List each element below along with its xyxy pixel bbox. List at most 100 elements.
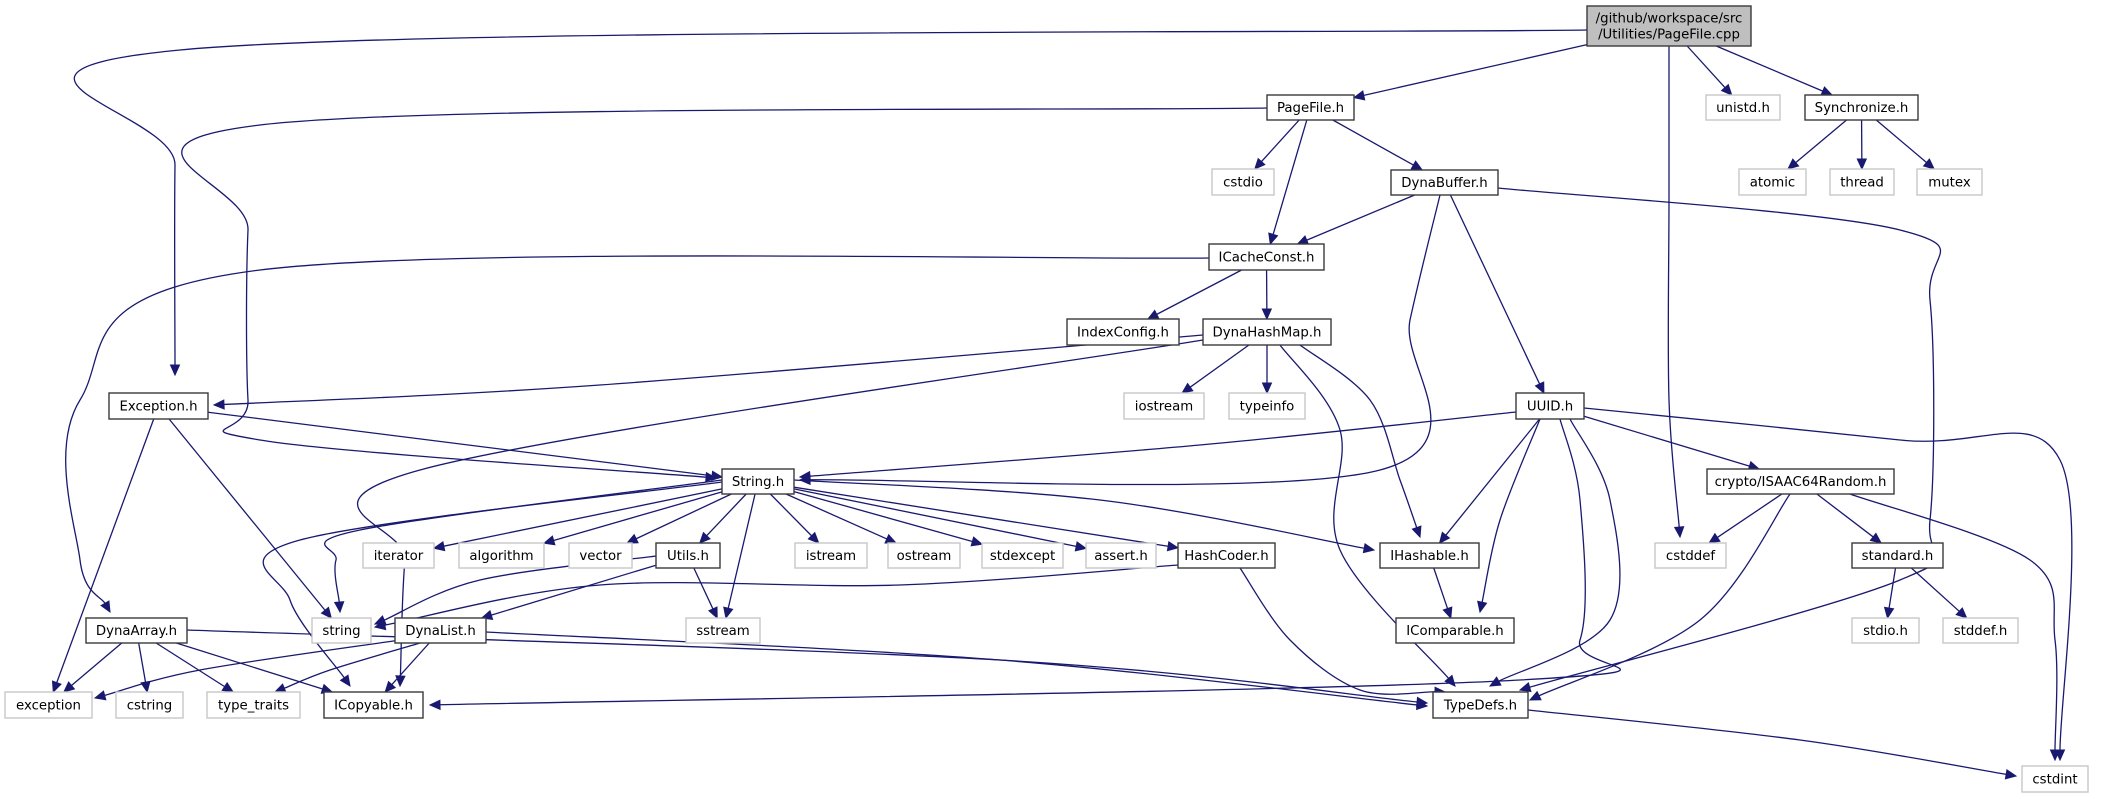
node-box[interactable]: [1432, 691, 1529, 719]
edge-DynaBuffer_h-to-UUID_h: [1449, 194, 1545, 395]
edge-line: [635, 493, 732, 540]
edge-line: [1667, 46, 1680, 528]
arrowhead-icon: [100, 600, 111, 614]
arrowhead-icon: [428, 699, 441, 711]
node-box[interactable]: [721, 468, 795, 495]
edge-line: [439, 418, 1621, 706]
node-box[interactable]: [1804, 94, 1919, 121]
edge-line: [793, 486, 1169, 547]
node-box[interactable]: [1266, 94, 1355, 121]
node-box[interactable]: [1379, 542, 1480, 569]
node-box[interactable]: [108, 392, 209, 420]
node-label: Synchronize.h: [1815, 101, 1909, 116]
node-box[interactable]: [1706, 468, 1895, 495]
arrowhead-icon: [1477, 600, 1488, 614]
node-box[interactable]: [1390, 169, 1499, 196]
node-box[interactable]: [1851, 542, 1944, 569]
node-box: [1916, 168, 1983, 196]
edge-PageFile_h-to-DynaBuffer_h: [1332, 119, 1424, 171]
arrowhead-icon: [1708, 532, 1721, 544]
node-box[interactable]: [1202, 318, 1332, 346]
node-label: sstream: [696, 624, 750, 639]
edge-line: [1332, 119, 1414, 166]
node-box[interactable]: [1395, 617, 1515, 644]
node-mutex: mutex: [1916, 168, 1983, 196]
node-box[interactable]: [1586, 5, 1752, 47]
node-box[interactable]: [85, 617, 188, 644]
node-box: [981, 542, 1064, 569]
edge-String_h-to-HashCoder_h: [793, 486, 1180, 552]
node-label: Exception.h: [119, 400, 197, 415]
edge-Exception_h-to-String_h: [207, 411, 724, 481]
edge-line: [769, 493, 813, 537]
edge-DynaList_h-to-TypeDefs_h: [485, 631, 1429, 711]
node-box[interactable]: [323, 691, 424, 719]
node-unistd-h: unistd.h: [1705, 94, 1781, 121]
arrowhead-icon: [698, 531, 711, 544]
node-label: stddef.h: [1954, 624, 2008, 639]
node-uuid-h[interactable]: UUID.h: [1515, 392, 1585, 420]
edge-line: [207, 411, 713, 477]
edge-line: [1498, 418, 1621, 682]
edge-String_h-to-iterator: [432, 488, 723, 552]
arrowhead-icon: [62, 681, 76, 693]
node-box[interactable]: [1515, 392, 1585, 420]
node-box: [115, 691, 184, 719]
node-exception-h[interactable]: Exception.h: [108, 392, 209, 420]
node-label: atomic: [1750, 176, 1795, 191]
edge-line: [284, 642, 421, 689]
node-pagefile-h[interactable]: PageFile.h: [1266, 94, 1355, 121]
arrowhead-icon: [320, 606, 333, 619]
node-box[interactable]: [394, 617, 487, 644]
node-icopyable-h[interactable]: ICopyable.h: [323, 691, 424, 719]
node-cstdint: cstdint: [2021, 765, 2089, 793]
node-icomparable-h[interactable]: IComparable.h: [1395, 617, 1515, 644]
node-label: cstdio: [1223, 176, 1263, 191]
node-utils-h[interactable]: Utils.h: [655, 542, 721, 569]
edge-line: [1816, 493, 1874, 538]
arrowhead-icon: [807, 531, 820, 544]
node-string-h[interactable]: String.h: [721, 468, 795, 495]
edge-PageFile_h-to-cstdio: [1253, 119, 1300, 170]
node-box: [206, 691, 301, 719]
edge-DynaList_h-to-exception: [93, 639, 401, 701]
node-typeinfo: typeinfo: [1228, 392, 1306, 420]
node-label: iostream: [1135, 400, 1193, 415]
node-dynalist-h[interactable]: DynaList.h: [394, 617, 487, 644]
node-dynahashmap-h[interactable]: DynaHashMap.h: [1202, 318, 1332, 346]
edge-line: [1306, 194, 1415, 241]
node-box[interactable]: [1208, 243, 1325, 271]
node-dynabuffer-h[interactable]: DynaBuffer.h: [1390, 169, 1499, 196]
node-synchronize-h[interactable]: Synchronize.h: [1804, 94, 1919, 121]
node-box[interactable]: [1177, 542, 1276, 569]
node-box[interactable]: [1066, 318, 1180, 346]
node-stdio-h: stdio.h: [1851, 617, 1920, 644]
node-isaac64random-h[interactable]: crypto/ISAAC64Random.h: [1706, 468, 1895, 495]
arrowhead-icon: [373, 619, 387, 631]
node-root[interactable]: /github/workspace/src/Utilities/PageFile…: [1586, 5, 1752, 47]
node-typedefs-h[interactable]: TypeDefs.h: [1432, 691, 1529, 719]
edges-layer: [51, 29, 2073, 780]
arrowhead-icon: [625, 533, 639, 544]
arrowhead-icon: [51, 680, 62, 694]
node-hashcoder-h[interactable]: HashCoder.h: [1177, 542, 1276, 569]
node-vector: vector: [568, 542, 633, 569]
node-box[interactable]: [655, 542, 721, 569]
edge-line: [1433, 567, 1449, 609]
arrowhead-icon: [1410, 160, 1424, 171]
node-box: [1085, 542, 1157, 569]
edge-line: [1795, 119, 1847, 164]
arrowhead-icon: [1820, 86, 1834, 96]
arrowhead-icon: [333, 601, 345, 614]
node-label: type_traits: [218, 699, 289, 714]
node-box: [1705, 94, 1781, 121]
arrowhead-icon: [1146, 309, 1160, 320]
node-icacheconst-h[interactable]: ICacheConst.h: [1208, 243, 1325, 271]
node-standard-h[interactable]: standard.h: [1851, 542, 1944, 569]
edge-line: [1527, 709, 2007, 775]
node-indexconfig-h[interactable]: IndexConfig.h: [1066, 318, 1180, 346]
node-dynaarray-h[interactable]: DynaArray.h: [85, 617, 188, 644]
node-ihashable-h[interactable]: IHashable.h: [1379, 542, 1480, 569]
node-algorithm: algorithm: [458, 542, 545, 569]
edge-root-to-unistd_h: [1686, 45, 1733, 96]
